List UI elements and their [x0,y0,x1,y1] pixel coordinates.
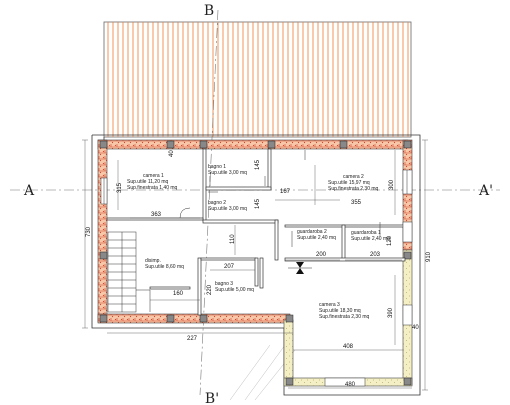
dim-40-right: 40 [412,325,419,331]
roof-hatch [103,21,412,138]
room-camera2-name: camera 2 [343,174,364,180]
dim-120: 120 [387,235,393,246]
dim-363: 363 [151,212,162,218]
room-camera1-area: Sup.utile 11,20 mq [127,179,169,185]
windows [100,169,413,387]
room-disimp-area: Sup.utile 8,60 mq [145,264,184,270]
dim-390: 390 [388,307,394,318]
section-mark-left: A [23,183,35,199]
room-bagno1-area: Sup.utile 3,00 mq [208,170,247,176]
dim-40-top: 40 [169,150,175,157]
dim-355: 355 [351,200,362,206]
dim-220: 220 [207,284,213,295]
room-camera1-name: camera 1 [143,173,164,179]
room-bagno3-area: Sup.utile 5,00 mq [215,287,254,293]
section-mark-top: B [204,3,214,19]
room-camera2-window: Sup.finestrata 2,30 mq [328,186,379,192]
doors [179,150,381,247]
room-guardaroba1-area: Sup.utile 2,40 mq [351,236,390,242]
dim-480: 480 [345,382,356,388]
room-guardaroba2-area: Sup.utile 2,40 mq [297,235,336,241]
dim-167: 167 [280,189,291,195]
stair [107,231,151,313]
dim-145-b: 145 [255,198,261,209]
room-bagno2-name: bagno 2 [208,200,226,206]
dim-408: 408 [343,344,354,350]
room-guardaroba1-name: guardaroba 1 [351,230,381,236]
dim-227: 227 [187,336,198,342]
interior-walls [106,148,406,316]
dim-110: 110 [230,234,236,244]
dim-910: 910 [426,251,432,262]
dim-200: 200 [316,252,327,258]
room-bagno3-name: bagno 3 [215,281,233,287]
section-mark-bottom: B' [205,391,219,405]
room-camera2-area: Sup.utile 15,97 mq [328,180,370,186]
columns [99,140,412,386]
dim-203: 203 [370,252,381,258]
dim-315: 315 [117,182,123,193]
room-camera1-window: Sup.finestrata 1,40 mq [127,185,178,191]
room-disimp-name: disimp. [145,258,161,264]
brick-walls [97,139,413,324]
room-camera3-area: Sup.utile 18,30 mq [319,308,361,314]
room-camera3-name: camera 3 [319,302,340,308]
dim-300: 300 [389,179,395,190]
section-mark-right: A' [478,183,493,199]
room-bagno1-name: bagno 1 [208,164,226,170]
dim-730: 730 [86,226,92,237]
room-camera3-window: Sup.finestrata 2,30 mq [319,314,370,320]
dim-207: 207 [224,264,235,270]
dimension-lines [82,139,428,391]
dim-160: 160 [173,291,184,297]
room-guardaroba2-name: guardaroba 2 [297,229,327,235]
room-bagno2-area: Sup.utile 3,00 mq [208,206,247,212]
dim-145-a: 145 [255,159,261,170]
